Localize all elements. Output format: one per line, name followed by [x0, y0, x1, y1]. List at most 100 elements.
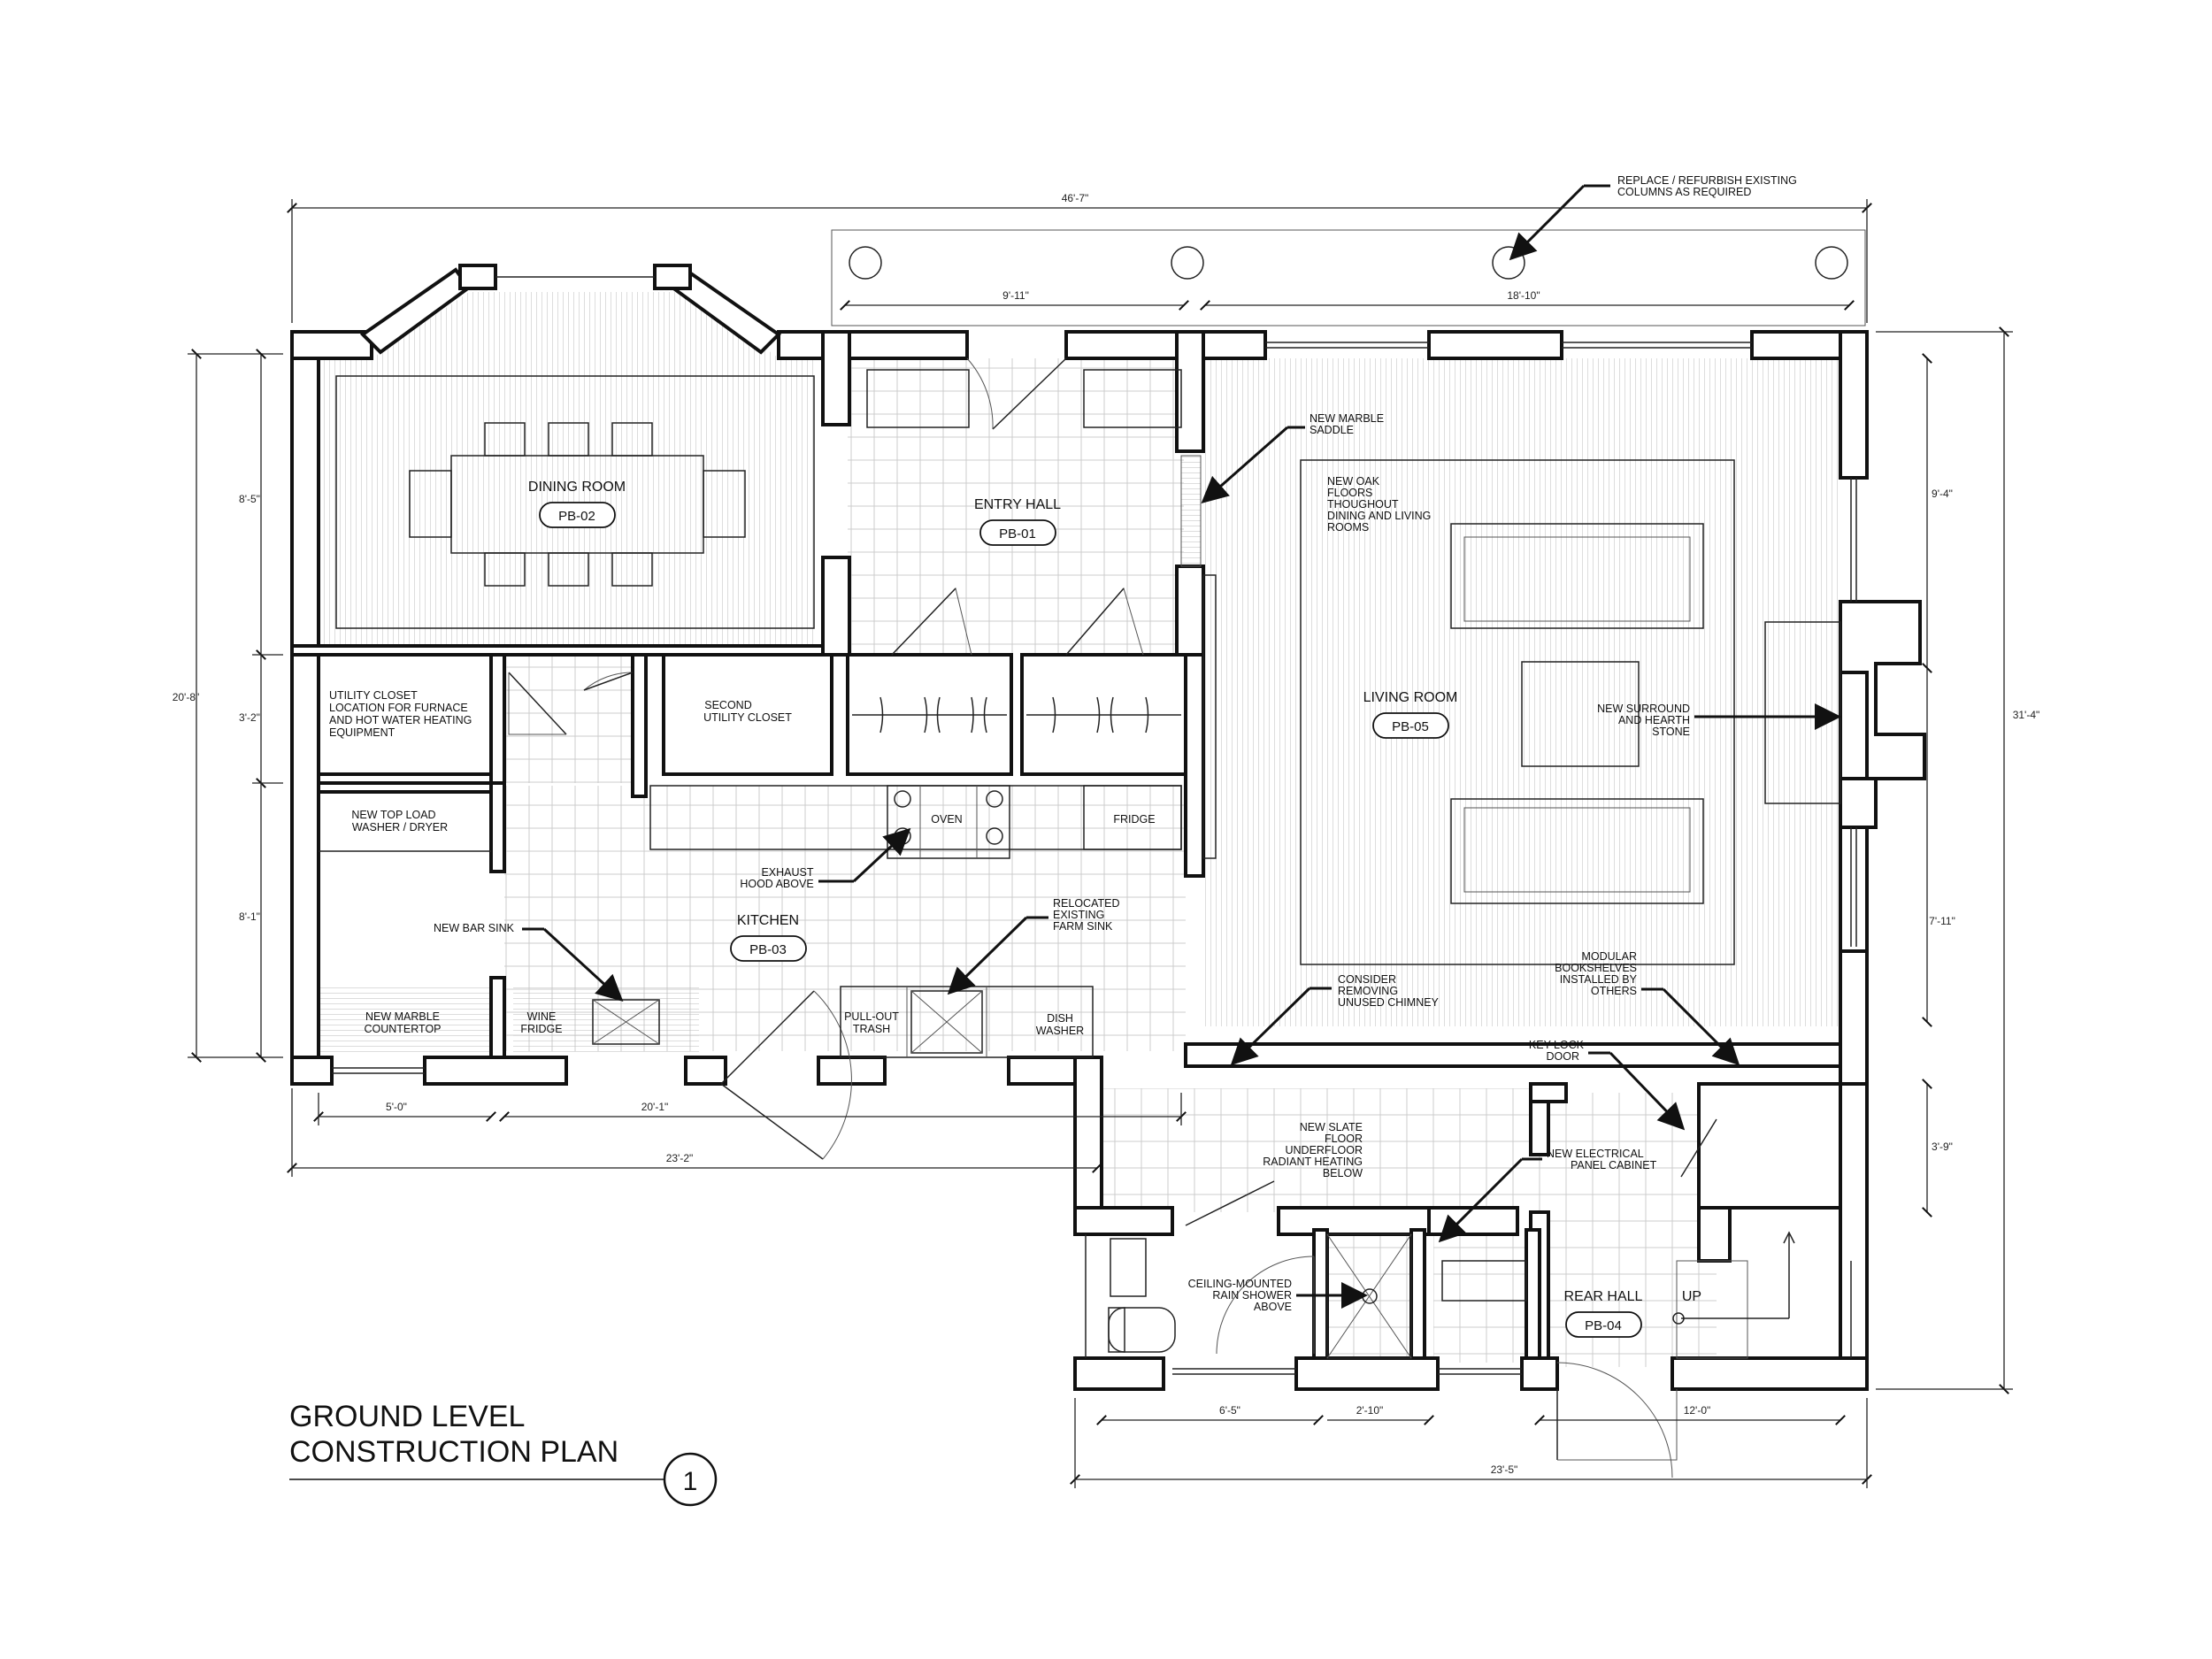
porch	[831, 229, 1866, 326]
svg-text:UNDERFLOOR: UNDERFLOOR	[1285, 1144, 1363, 1156]
sofa-bottom	[1450, 798, 1704, 904]
rear-wing: UP REAR HALL PB-04	[1108, 1118, 1795, 1479]
electrical-panel	[1441, 1260, 1527, 1302]
svg-text:FLOOR: FLOOR	[1325, 1133, 1363, 1145]
svg-text:DISH: DISH	[1047, 1012, 1073, 1025]
plan-title-line1: GROUND LEVEL	[289, 1400, 525, 1433]
kitchen-tag	[730, 935, 807, 962]
dimensions: 46'-7" 9'-11" 18'-10" 20'-8" 8'-5" 3'-2"…	[173, 192, 2040, 1488]
dim-bottom-6-5: 6'-5"	[1219, 1404, 1240, 1417]
dim-left-closet: 3'-2"	[239, 711, 260, 724]
note-columns: REPLACE / REFURBISH EXISTING COLUMNS AS …	[1509, 174, 1797, 261]
kitchen-tag-text: PB-03	[749, 942, 787, 957]
svg-text:CONSIDER: CONSIDER	[1338, 973, 1396, 986]
dim-overall-top: 46'-7"	[1062, 192, 1089, 204]
svg-text:NEW OAK: NEW OAK	[1327, 475, 1380, 488]
svg-text:TRASH: TRASH	[853, 1023, 890, 1035]
svg-text:NEW SURROUND: NEW SURROUND	[1597, 703, 1690, 715]
svg-text:WINE: WINE	[527, 1010, 557, 1023]
windows	[332, 342, 1857, 1375]
svg-text:HOOD ABOVE: HOOD ABOVE	[740, 878, 813, 890]
dining-room-label: DINING ROOM	[528, 480, 626, 495]
svg-text:PANEL CABINET: PANEL CABINET	[1571, 1159, 1657, 1171]
dim-bottom-23-2: 23'-2"	[666, 1152, 694, 1164]
annotations: REPLACE / REFURBISH EXISTING COLUMNS AS …	[434, 174, 1841, 1313]
dim-porch-left: 9'-11"	[1002, 289, 1029, 302]
column-2	[1171, 246, 1204, 280]
title-block: GROUND LEVEL CONSTRUCTION PLAN 1	[289, 1400, 718, 1507]
svg-text:UTILITY CLOSET: UTILITY CLOSET	[703, 711, 792, 724]
utility-closet-label: UTILITY CLOSET LOCATION FOR FURNACE AND …	[329, 689, 472, 739]
svg-text:LOCATION FOR FURNACE: LOCATION FOR FURNACE	[329, 702, 468, 714]
column-1	[849, 246, 882, 280]
living-room-tag	[1372, 712, 1449, 739]
entry-bench-left	[866, 369, 970, 428]
svg-text:BELOW: BELOW	[1323, 1167, 1363, 1179]
second-utility-closet-label: SECOND UTILITY CLOSET	[703, 699, 792, 724]
svg-text:AND HOT WATER HEATING: AND HOT WATER HEATING	[329, 714, 472, 726]
oven-range	[887, 785, 1010, 859]
svg-text:NEW BAR SINK: NEW BAR SINK	[434, 922, 515, 934]
svg-text:COLUMNS AS REQUIRED: COLUMNS AS REQUIRED	[1617, 186, 1751, 198]
living-room-tag-text: PB-05	[1392, 719, 1429, 734]
column-4	[1815, 246, 1848, 280]
svg-text:EXISTING: EXISTING	[1053, 909, 1104, 921]
svg-text:STONE: STONE	[1652, 726, 1690, 738]
entry-hall-label: ENTRY HALL	[974, 497, 1061, 512]
dim-bottom-20: 20'-1"	[641, 1101, 669, 1113]
bar-sink	[592, 999, 660, 1045]
living-room: LIVING ROOM PB-05	[1300, 459, 1841, 965]
dining-room-tag-text: PB-02	[558, 509, 595, 524]
svg-text:DINING AND LIVING: DINING AND LIVING	[1327, 510, 1431, 522]
svg-text:FLOORS: FLOORS	[1327, 487, 1372, 499]
note-exhaust: EXHAUST HOOD ABOVE	[740, 827, 911, 890]
svg-text:EXHAUST: EXHAUST	[761, 866, 813, 879]
coffee-table	[1521, 661, 1640, 767]
plan-title-line2: CONSTRUCTION PLAN	[289, 1435, 618, 1469]
dim-bottom-5: 5'-0"	[386, 1101, 407, 1113]
entry-hall-tag	[979, 519, 1056, 546]
svg-text:THOUGHOUT: THOUGHOUT	[1327, 498, 1399, 511]
svg-text:AND HEARTH: AND HEARTH	[1618, 714, 1690, 726]
dim-right-upper: 9'-4"	[1932, 488, 1953, 500]
svg-text:FRIDGE: FRIDGE	[520, 1023, 562, 1035]
svg-text:OTHERS: OTHERS	[1591, 985, 1637, 997]
dim-right-rear: 3'-9"	[1932, 1141, 1953, 1153]
dim-right-overall: 31'-4"	[2013, 709, 2040, 721]
svg-text:REMOVING: REMOVING	[1338, 985, 1398, 997]
note-saddle: NEW MARBLE SADDLE	[1201, 412, 1384, 503]
note-shower: CEILING-MOUNTED RAIN SHOWER ABOVE	[1188, 1278, 1368, 1313]
svg-text:KEY-LOCK: KEY-LOCK	[1529, 1039, 1585, 1051]
svg-text:PULL-OUT: PULL-OUT	[844, 1010, 899, 1023]
rear-hall-tag-text: PB-04	[1585, 1318, 1622, 1333]
rear-hall-label: REAR HALL	[1564, 1289, 1643, 1304]
svg-text:EQUIPMENT: EQUIPMENT	[329, 726, 396, 739]
dining-chairs	[409, 422, 746, 587]
dim-porch-right: 18'-10"	[1507, 289, 1540, 302]
svg-text:NEW MARBLE: NEW MARBLE	[365, 1010, 440, 1023]
svg-text:ABOVE: ABOVE	[1254, 1301, 1292, 1313]
dim-left-dining: 8'-5"	[239, 493, 260, 505]
up-label: UP	[1682, 1289, 1701, 1304]
countertop-label: NEW MARBLE COUNTERTOP	[364, 1010, 441, 1035]
svg-text:RELOCATED: RELOCATED	[1053, 897, 1119, 910]
dim-bottom-12: 12'-0"	[1684, 1404, 1711, 1417]
svg-text:WASHER: WASHER	[1036, 1025, 1084, 1037]
oven-label: OVEN	[931, 813, 962, 826]
svg-text:RAIN SHOWER: RAIN SHOWER	[1212, 1289, 1292, 1302]
note-oak-floors: NEW OAK FLOORS THOUGHOUT DINING AND LIVI…	[1327, 475, 1431, 534]
entry-hall: ENTRY HALL PB-01	[866, 357, 1217, 859]
svg-text:NEW SLATE: NEW SLATE	[1300, 1121, 1363, 1133]
fridge	[1083, 785, 1182, 850]
farm-sink	[910, 990, 983, 1054]
living-rug	[1300, 459, 1735, 965]
svg-text:SADDLE: SADDLE	[1310, 424, 1354, 436]
closet-row: UTILITY CLOSET LOCATION FOR FURNACE AND …	[329, 672, 1181, 739]
rear-hall-tag	[1565, 1311, 1642, 1338]
dim-left-overall: 20'-8"	[173, 691, 200, 703]
washer-label: NEW TOP LOAD WASHER / DRYER	[351, 809, 448, 833]
svg-text:BOOKSHELVES: BOOKSHELVES	[1555, 962, 1637, 974]
svg-text:SECOND: SECOND	[704, 699, 751, 711]
svg-text:FARM SINK: FARM SINK	[1053, 920, 1113, 933]
note-bar-sink: NEW BAR SINK	[434, 922, 624, 1002]
